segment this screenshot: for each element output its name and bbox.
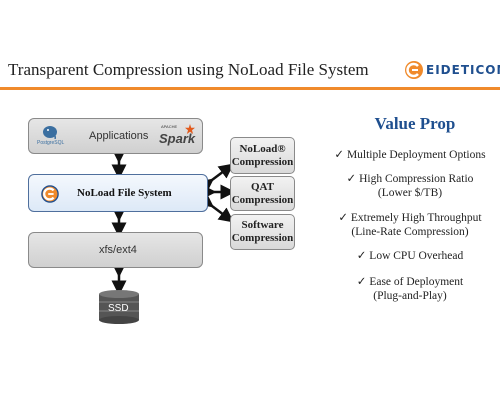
value-prop-item: ✓ Ease of Deployment (Plug-and-Play)	[320, 275, 500, 303]
qat-compression-box: QAT Compression	[230, 176, 295, 211]
postgresql-label: PostgreSQL	[37, 140, 65, 146]
check-icon: ✓	[356, 250, 367, 262]
spark-prefix-label: APACHE	[161, 124, 178, 129]
ssd-label: SSD	[108, 303, 129, 314]
spark-label: Spark	[159, 131, 196, 146]
ssd-disk-icon	[99, 290, 139, 324]
check-icon: ✓	[334, 149, 345, 161]
check-icon: ✓	[346, 173, 357, 185]
postgresql-elephant-icon	[43, 126, 57, 139]
value-prop-item-line2: (Plug-and-Play)	[373, 290, 447, 302]
qat-compression-line1: QAT	[250, 180, 275, 193]
value-prop-item-line2: (Lower $/TB)	[377, 187, 443, 199]
software-compression-line2: Compression	[231, 232, 294, 244]
value-prop-item-line1: Ease of Deployment	[369, 276, 464, 288]
spark-star-icon	[185, 124, 195, 134]
noload-compression-line2: Compression	[231, 155, 294, 168]
xfs-ext4-box: xfs/ext4	[28, 232, 203, 268]
value-prop-item-line2: (Line-Rate Compression)	[351, 226, 469, 238]
value-prop-item-line1: Extremely High Throughput	[350, 212, 482, 224]
eideticom-logo: EIDETICOM	[404, 60, 500, 82]
ssd-cylinder: SSD	[97, 289, 141, 325]
slide-title: Transparent Compression using NoLoad Fil…	[8, 60, 369, 79]
noload-file-system-label: NoLoad File System	[77, 187, 172, 199]
noload-file-system-box: NoLoad File System	[28, 174, 208, 212]
eideticom-mini-logo-icon	[41, 185, 59, 203]
logo-wordmark: EIDETICOM	[426, 63, 500, 77]
eideticom-logo-icon	[405, 61, 423, 79]
header-rule	[0, 87, 500, 90]
value-prop-item: ✓ Low CPU Overhead	[320, 249, 500, 263]
xfs-ext4-label: xfs/ext4	[99, 244, 137, 256]
check-icon: ✓	[338, 212, 348, 224]
value-prop-item-line1: Multiple Deployment Options	[346, 149, 486, 161]
value-prop-item-line1: Low CPU Overhead	[369, 250, 464, 262]
arrow-fs-software	[197, 192, 234, 223]
check-icon: ✓	[356, 276, 367, 288]
applications-box: PostgreSQL Applications APACHE Spark	[28, 118, 203, 154]
arrow-fs-noload	[197, 163, 234, 194]
value-prop-item-line1: High Compression Ratio	[359, 173, 474, 185]
value-prop-item: ✓ Multiple Deployment Options	[320, 148, 500, 162]
value-prop-item: ✓ High Compression Ratio (Lower $/TB)	[320, 172, 500, 200]
value-prop-title: Value Prop	[374, 114, 456, 133]
value-prop-item: ✓ Extremely High Throughput (Line-Rate C…	[320, 211, 500, 239]
noload-compression-box: NoLoad® Compression	[230, 137, 295, 174]
qat-compression-line2: Compression	[231, 193, 294, 206]
applications-label: Applications	[89, 130, 149, 142]
software-compression-box: Software Compression	[230, 214, 295, 250]
noload-compression-line1: NoLoad®	[239, 142, 286, 155]
software-compression-line1: Software	[241, 219, 284, 231]
